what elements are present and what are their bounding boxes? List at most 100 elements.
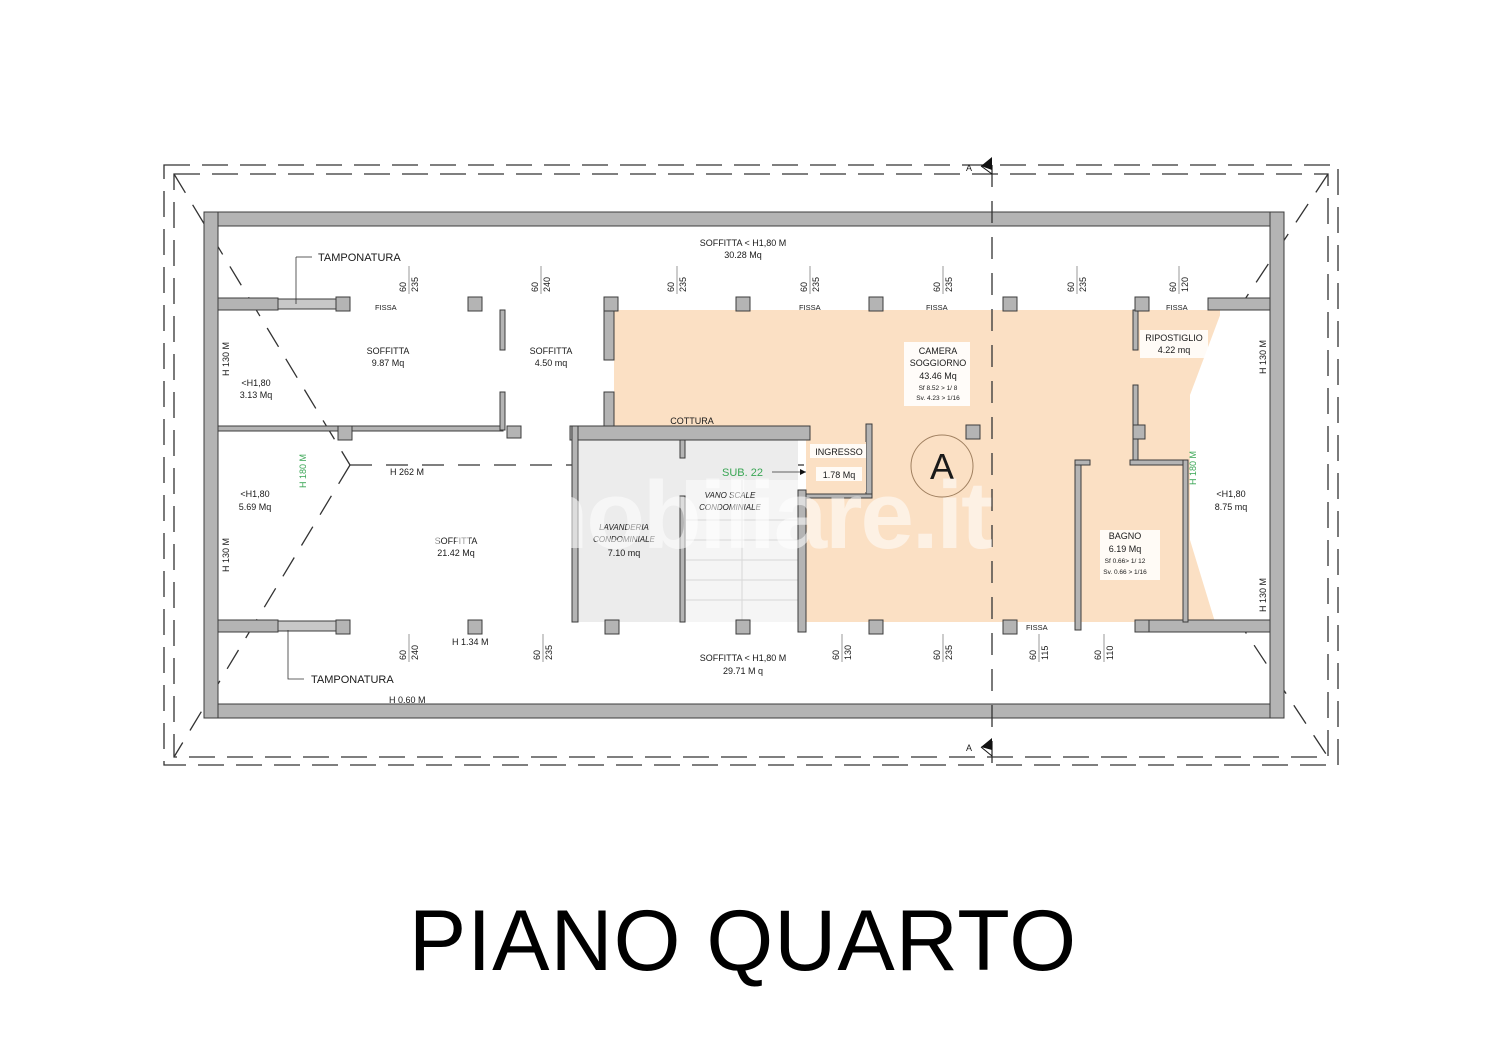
svg-text:235: 235	[410, 277, 420, 292]
svg-text:SUB. 22: SUB. 22	[722, 467, 763, 479]
room-ingresso: INGRESSO 1.78 Mq	[808, 442, 866, 492]
room-lt180-left-bottom: <H1,80 5.69 Mq	[239, 489, 272, 512]
svg-text:60: 60	[532, 650, 542, 660]
svg-text:60: 60	[831, 650, 841, 660]
svg-text:60: 60	[666, 282, 676, 292]
svg-text:235: 235	[678, 277, 688, 292]
svg-text:4.22 mq: 4.22 mq	[1158, 345, 1191, 355]
room-soffitta-top: SOFFITTA < H1,80 M 30.28 Mq	[700, 238, 787, 260]
svg-text:43.46 Mq: 43.46 Mq	[919, 371, 957, 381]
room-camera-soggiorno: CAMERA SOGGIORNO 43.46 Mq Sf 8.52 > 1/ 8…	[904, 342, 970, 406]
svg-text:60: 60	[1168, 282, 1178, 292]
svg-text:21.42 Mq: 21.42 Mq	[437, 548, 475, 558]
svg-text:30.28 Mq: 30.28 Mq	[724, 250, 762, 260]
height-left-green: H 180 M	[298, 454, 308, 488]
svg-text:6.19 Mq: 6.19 Mq	[1109, 544, 1142, 554]
svg-text:7.10 mq: 7.10 mq	[608, 548, 641, 558]
svg-text:235: 235	[1078, 277, 1088, 292]
svg-text:Sf 0.66> 1/ 12: Sf 0.66> 1/ 12	[1105, 558, 1146, 565]
svg-text:CONDOMINIALE: CONDOMINIALE	[593, 535, 655, 544]
room-soffitta-bottom: SOFFITTA < H1,80 M 29.71 M q	[700, 653, 787, 676]
svg-text:<H1,80: <H1,80	[241, 378, 270, 388]
svg-text:VANO SCALE: VANO SCALE	[705, 491, 756, 500]
room-vano-scale: VANO SCALE CONDOMINIALE	[699, 491, 761, 512]
svg-text:TAMPONATURA: TAMPONATURA	[311, 674, 394, 686]
window-fissa-labels: FISSA FISSA FISSA FISSA FISSA	[375, 303, 1188, 632]
svg-text:Sv. 0.66 > 1/16: Sv. 0.66 > 1/16	[1103, 569, 1147, 576]
height-right-green: H 180 M	[1188, 451, 1198, 485]
height-bottom-mid: H 1.34 M	[452, 637, 489, 647]
svg-text:Sv. 4.23 > 1/16: Sv. 4.23 > 1/16	[916, 395, 960, 402]
svg-text:240: 240	[542, 277, 552, 292]
height-bottom-wall: H 0.60 M	[389, 695, 426, 705]
svg-text:60: 60	[530, 282, 540, 292]
svg-text:FISSA: FISSA	[799, 303, 821, 312]
svg-text:4.50 mq: 4.50 mq	[535, 358, 568, 368]
inner-walls	[217, 297, 1271, 633]
floor-title: PIANO QUARTO	[408, 893, 1078, 989]
svg-text:<H1,80: <H1,80	[1216, 489, 1245, 499]
svg-text:FISSA: FISSA	[1026, 623, 1048, 632]
tamponatura-bottom-callout: TAMPONATURA	[287, 630, 394, 686]
room-lt180-left-top: <H1,80 3.13 Mq	[240, 378, 273, 400]
outer-walls	[203, 211, 1285, 719]
svg-text:235: 235	[944, 277, 954, 292]
room-ripostiglio: RIPOSTIGLIO 4.22 mq	[1140, 330, 1208, 358]
room-soffitta-small: SOFFITTA 4.50 mq	[530, 346, 573, 368]
svg-text:SOFFITTA: SOFFITTA	[367, 346, 410, 356]
room-lavanderia: LAVANDERIA CONDOMINIALE 7.10 mq	[593, 523, 655, 558]
stair-steps	[686, 480, 798, 622]
svg-text:FISSA: FISSA	[1166, 303, 1188, 312]
svg-text:235: 235	[544, 645, 554, 660]
svg-text:A: A	[966, 743, 972, 753]
svg-text:SOGGIORNO: SOGGIORNO	[910, 358, 967, 368]
svg-text:FISSA: FISSA	[375, 303, 397, 312]
svg-text:3.13 Mq: 3.13 Mq	[240, 390, 273, 400]
sub-22-callout: SUB. 22	[722, 467, 806, 479]
svg-text:60: 60	[932, 282, 942, 292]
svg-text:LAVANDERIA: LAVANDERIA	[599, 523, 649, 532]
svg-text:5.69 Mq: 5.69 Mq	[239, 502, 272, 512]
svg-text:110: 110	[1105, 646, 1115, 660]
svg-text:SOFFITTA < H1,80 M: SOFFITTA < H1,80 M	[700, 653, 787, 663]
svg-text:235: 235	[811, 277, 821, 292]
svg-text:Sf 8.52 > 1/ 8: Sf 8.52 > 1/ 8	[919, 385, 958, 392]
section-arrow-top-icon: A	[966, 157, 993, 175]
svg-text:CONDOMINIALE: CONDOMINIALE	[699, 503, 761, 512]
svg-text:235: 235	[944, 645, 954, 660]
svg-text:CAMERA: CAMERA	[919, 346, 958, 356]
svg-text:FISSA: FISSA	[926, 303, 948, 312]
svg-text:SOFFITTA: SOFFITTA	[530, 346, 573, 356]
svg-text:A: A	[930, 446, 954, 487]
height-right-top: H 130 M	[1258, 340, 1268, 374]
svg-text:SOFFITTA: SOFFITTA	[435, 536, 478, 546]
svg-text:60: 60	[1028, 650, 1038, 660]
svg-text:60: 60	[932, 650, 942, 660]
svg-text:60: 60	[799, 282, 809, 292]
height-center: H 262 M	[390, 467, 424, 477]
svg-text:9.87 Mq: 9.87 Mq	[372, 358, 405, 368]
svg-text:60: 60	[1093, 650, 1103, 660]
svg-text:BAGNO: BAGNO	[1109, 531, 1142, 541]
svg-text:8.75 mq: 8.75 mq	[1215, 502, 1248, 512]
svg-text:60: 60	[398, 282, 408, 292]
room-soffitta-left-bottom: SOFFITTA 21.42 Mq	[435, 536, 478, 558]
svg-text:120: 120	[1180, 277, 1190, 292]
svg-text:<H1,80: <H1,80	[240, 489, 269, 499]
height-left-bottom: H 130 M	[221, 538, 231, 572]
section-arrow-bottom-icon: A	[966, 738, 993, 757]
svg-text:115: 115	[1040, 646, 1050, 660]
room-soffitta-left-top: SOFFITTA 9.87 Mq	[367, 346, 410, 368]
room-cottura: COTTURA	[670, 416, 714, 426]
svg-text:A: A	[966, 163, 972, 173]
svg-text:COTTURA: COTTURA	[670, 416, 714, 426]
roof-outline	[163, 164, 1339, 766]
svg-text:240: 240	[410, 645, 420, 660]
svg-text:TAMPONATURA: TAMPONATURA	[318, 252, 401, 264]
room-bagno: BAGNO 6.19 Mq Sf 0.66> 1/ 12 Sv. 0.66 > …	[1100, 530, 1160, 580]
svg-text:60: 60	[398, 650, 408, 660]
tamponatura-top-callout: TAMPONATURA	[295, 252, 401, 304]
svg-text:60: 60	[1066, 282, 1076, 292]
